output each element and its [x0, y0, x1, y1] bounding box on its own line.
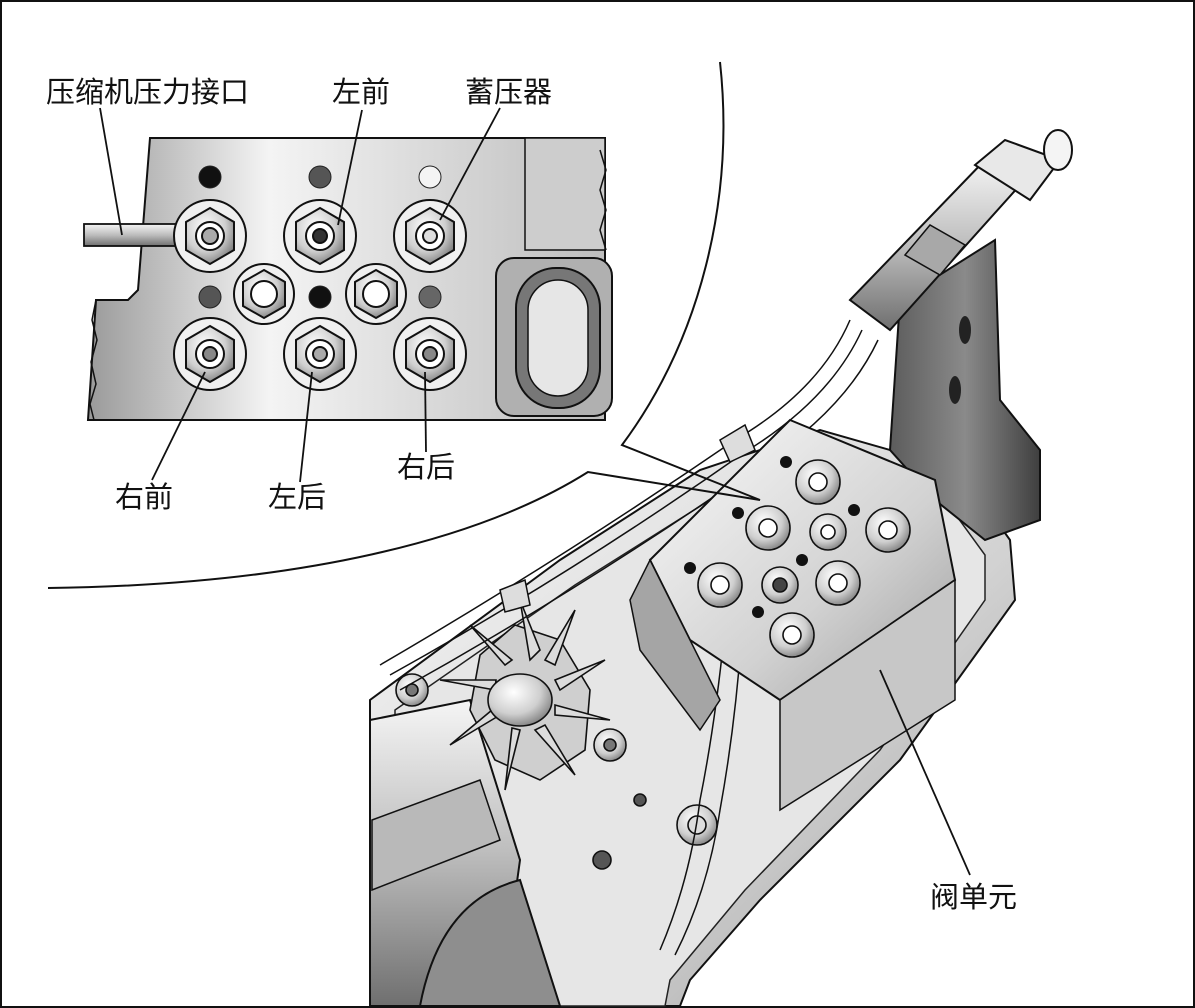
- fitting-rear-right: [393, 317, 467, 391]
- label-front-left: 左前: [332, 75, 391, 109]
- fitting-accumulator: [393, 199, 467, 273]
- bracket-slot: [959, 316, 971, 344]
- fitting-compressor: [173, 199, 247, 273]
- fitting-front-left: [283, 199, 357, 273]
- leader-front-left: [337, 109, 363, 226]
- main-assembly: [369, 129, 1073, 1007]
- valve-block-side: [629, 558, 721, 732]
- leader-rear-left: [299, 371, 313, 483]
- cooling-fan: [439, 599, 611, 791]
- bracket-slot: [949, 376, 961, 404]
- compressor-band: [371, 779, 501, 892]
- leader-rear-right: [424, 371, 427, 453]
- fitting-middle-right: [345, 263, 407, 325]
- valve-block-markers: [684, 456, 860, 618]
- label-rear-left: 左后: [268, 480, 327, 514]
- tray-bolts: [395, 673, 718, 870]
- zoomed-valve-panel: [83, 137, 613, 421]
- label-accumulator: 蓄压器: [465, 75, 553, 109]
- panel-indicator-dots: [198, 165, 442, 309]
- pipe-collar: [903, 224, 967, 276]
- label-valve-unit: 阀单元: [930, 880, 1018, 914]
- panel-side-bar: [524, 137, 606, 251]
- label-front-right: 右前: [115, 480, 174, 514]
- motor-body: [418, 878, 562, 1007]
- fitting-middle-left: [233, 263, 295, 325]
- leader-valve-unit: [879, 669, 971, 876]
- fitting-rear-left: [283, 317, 357, 391]
- valve-block-fittings: [697, 459, 911, 658]
- leader-front-right: [151, 371, 206, 481]
- fitting-front-right: [173, 317, 247, 391]
- pipe-cap: [1043, 129, 1073, 171]
- panel-fittings: [173, 199, 467, 391]
- panel-window: [527, 279, 589, 397]
- label-compressor-port: 压缩机压力接口: [46, 75, 250, 109]
- label-rear-right: 右后: [397, 450, 456, 484]
- line-clip: [499, 578, 531, 613]
- callout-outline: [47, 61, 761, 589]
- valve-block-front: [779, 578, 956, 812]
- leader-lines: [99, 107, 971, 876]
- leader-compressor-port: [99, 107, 123, 236]
- leader-accumulator: [439, 107, 501, 221]
- line-clip: [719, 423, 756, 464]
